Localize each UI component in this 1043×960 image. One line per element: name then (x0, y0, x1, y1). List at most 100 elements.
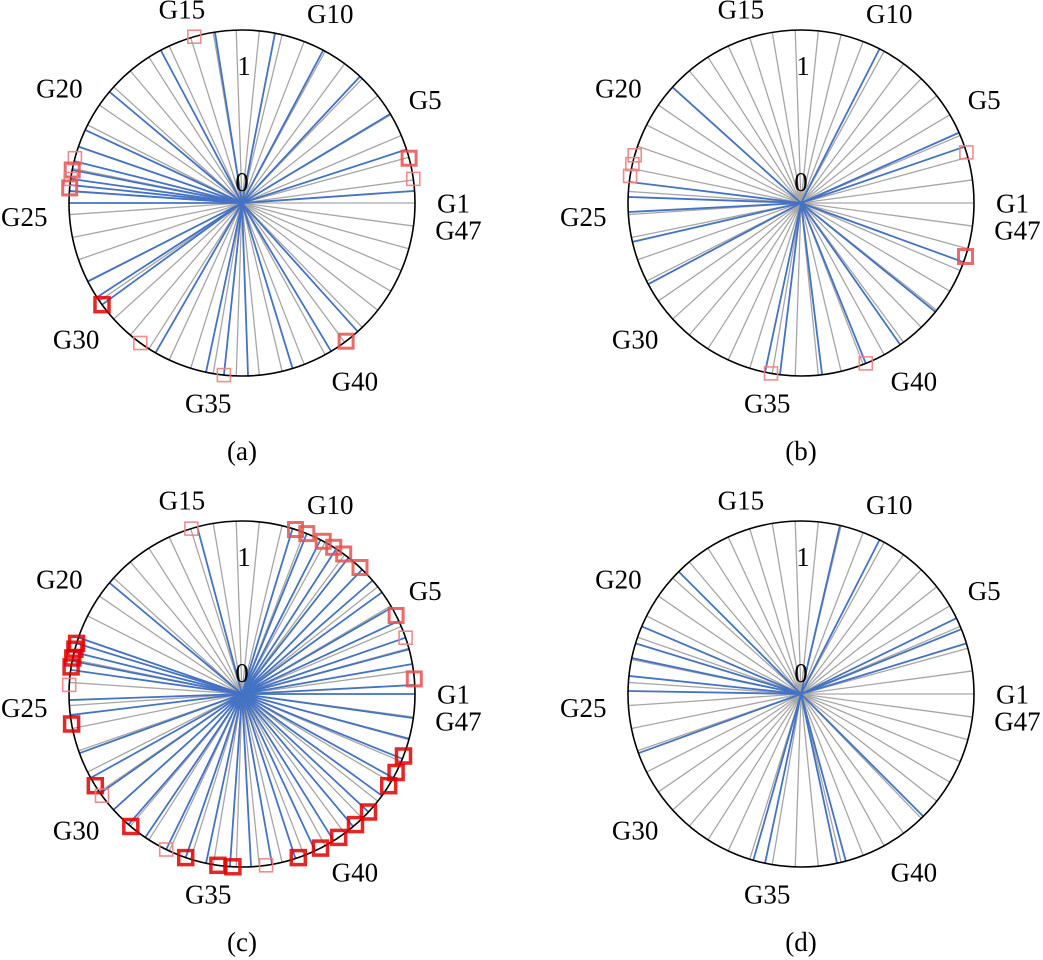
spoke-gray (688, 561, 802, 695)
spoke-blue (241, 33, 276, 204)
spoke-gray (241, 202, 283, 372)
marker-square (67, 150, 83, 166)
spoke-gray (749, 202, 802, 369)
marker-square (394, 747, 413, 765)
marker-square (627, 148, 643, 163)
generator-label: G40 (891, 367, 938, 397)
marker-square (61, 677, 77, 693)
spoke-gray (113, 577, 243, 695)
spoke-blue (800, 202, 823, 375)
spoke-blue (70, 178, 243, 204)
spoke-blue (72, 660, 243, 695)
marker-square (216, 367, 232, 383)
spoke-gray (672, 202, 802, 320)
spoke-gray (87, 693, 243, 773)
generator-label: G20 (36, 74, 83, 104)
spoke-blue (800, 202, 901, 346)
marker-square (337, 332, 355, 350)
spoke-blue (241, 202, 359, 333)
spoke-gray (241, 670, 414, 695)
spoke-gray (771, 693, 802, 865)
spoke-blue (628, 202, 802, 213)
marker-square (66, 640, 84, 658)
spoke-blue (241, 663, 413, 695)
spoke-gray (727, 536, 802, 695)
r-tick-label: 0 (235, 167, 249, 197)
generator-label: G47 (994, 707, 1040, 737)
spoke-blue (241, 648, 410, 695)
generator-label: G1 (996, 188, 1029, 218)
spoke-blue (671, 86, 802, 204)
panel-label: (c) (227, 927, 257, 957)
spoke-gray (800, 202, 922, 328)
spoke-blue (800, 539, 881, 695)
spoke-gray (631, 167, 802, 204)
spoke-gray (69, 693, 243, 707)
spoke-gray (148, 547, 243, 695)
spoke-gray (637, 145, 802, 204)
spoke-blue (196, 526, 243, 695)
spoke-blue (241, 202, 249, 376)
marker-square (176, 848, 195, 867)
spoke-blue (229, 693, 243, 867)
spoke-gray (241, 134, 402, 204)
spoke-gray (771, 202, 802, 374)
spoke-blue (154, 202, 243, 354)
spoke-gray (749, 528, 802, 695)
spoke-gray (794, 693, 802, 867)
spoke-gray (672, 693, 802, 811)
spoke-gray (658, 595, 802, 695)
generator-label: G35 (744, 880, 791, 910)
generator-label: G25 (1, 693, 48, 723)
spoke-gray (800, 202, 842, 372)
spoke-gray (241, 30, 260, 204)
marker-square (387, 607, 405, 624)
generator-label: G15 (159, 486, 206, 516)
r-tick-label: 0 (794, 658, 808, 688)
spoke-gray (800, 693, 864, 856)
spoke-gray (190, 37, 243, 204)
marker-square (62, 715, 81, 733)
spoke-gray (212, 523, 243, 695)
spoke-gray (800, 30, 819, 204)
spoke-gray (241, 625, 402, 695)
spoke-gray (637, 636, 802, 695)
spoke-gray (688, 70, 802, 204)
r-tick-label: 1 (237, 542, 251, 572)
spoke-gray (800, 202, 973, 227)
spoke-gray (129, 202, 243, 336)
generator-label: G35 (185, 880, 232, 910)
marker-square (957, 248, 974, 265)
spoke-blue (108, 582, 243, 695)
spoke-gray (800, 179, 973, 204)
spoke-blue (70, 669, 243, 695)
marker-square (625, 156, 640, 172)
spoke-blue (241, 693, 297, 859)
spoke-gray (707, 56, 802, 204)
generator-label: G25 (560, 202, 607, 232)
spoke-blue (641, 625, 802, 695)
spoke-gray (800, 693, 973, 718)
spoke-gray (800, 693, 885, 847)
spoke-gray (800, 34, 842, 204)
spoke-gray (646, 615, 802, 695)
generator-label: G5 (968, 85, 1001, 115)
spoke-gray (800, 693, 819, 867)
spoke-gray (241, 693, 260, 867)
generator-label: G10 (307, 490, 354, 520)
spoke-gray (800, 532, 864, 695)
generator-label: G20 (595, 565, 642, 595)
spoke-blue (87, 202, 243, 283)
spoke-blue (241, 548, 337, 695)
spoke-gray (672, 577, 802, 695)
spoke-gray (241, 202, 305, 365)
generator-label: G5 (409, 85, 442, 115)
spoke-gray (800, 202, 969, 250)
spoke-blue (84, 129, 243, 204)
spoke-gray (241, 693, 305, 856)
spoke-blue (78, 636, 243, 695)
spoke-gray (637, 202, 802, 261)
spoke-gray (168, 202, 243, 361)
spoke-blue (144, 693, 243, 838)
